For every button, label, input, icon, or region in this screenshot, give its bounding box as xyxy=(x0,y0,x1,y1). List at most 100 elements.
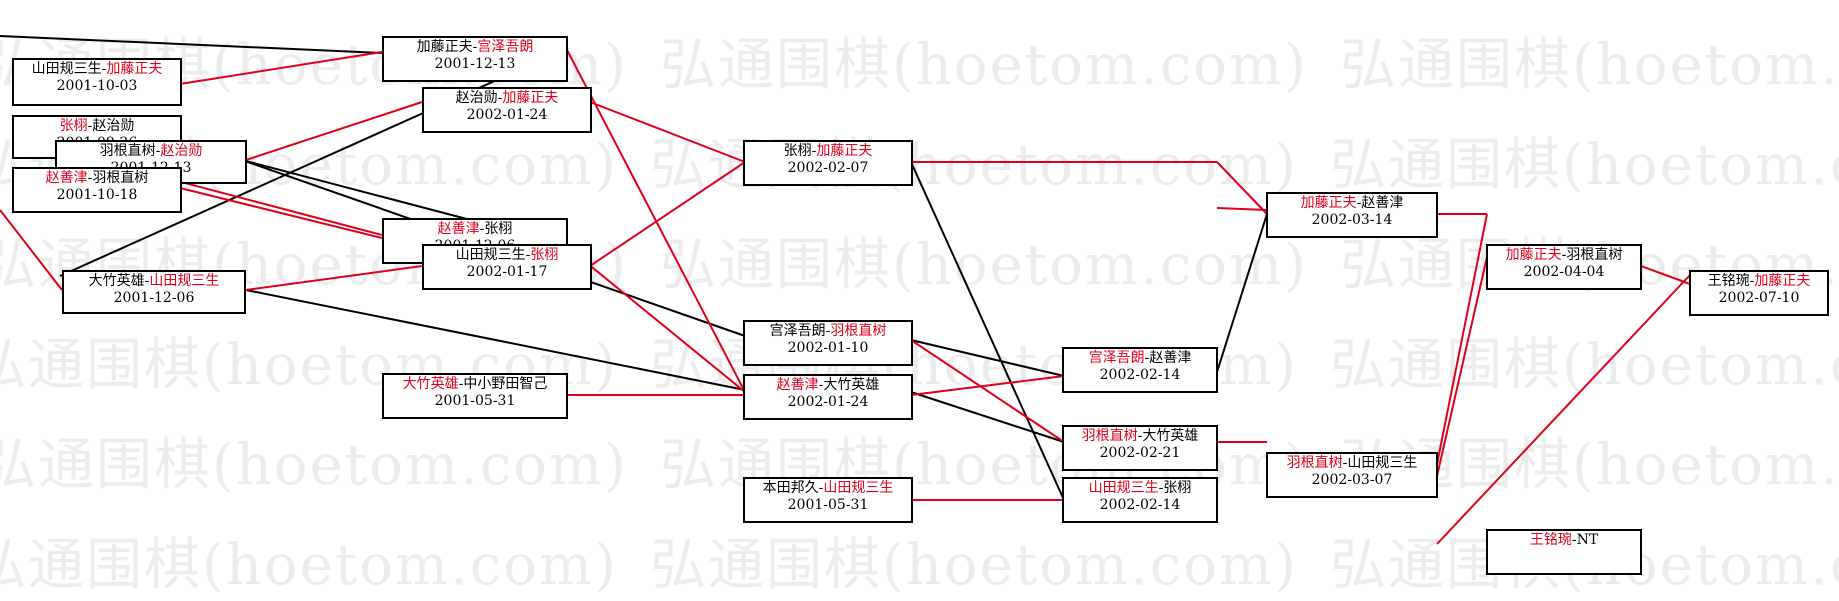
player-one: 羽根直树 xyxy=(99,143,156,159)
player-separator: - xyxy=(1749,273,1755,289)
connector-line xyxy=(910,339,1065,443)
player-separator: - xyxy=(818,480,824,496)
match-date: 2002-02-21 xyxy=(1099,445,1181,461)
match-players: 山田规三生-张栩 xyxy=(1064,480,1216,497)
connector-line xyxy=(245,289,746,391)
player-two: NT xyxy=(1576,532,1599,548)
match-date: 2002-02-07 xyxy=(787,160,869,176)
match-players: 加藤正夫-赵善津 xyxy=(1268,195,1436,212)
connector-line xyxy=(565,245,746,393)
match-players: 宫泽吾朗-羽根直树 xyxy=(745,323,911,340)
match-date: 2002-07-10 xyxy=(1718,290,1800,306)
match-players: 赵善津-张栩 xyxy=(384,221,566,238)
connector-line xyxy=(1436,213,1488,465)
match-players: 加藤正夫-羽根直树 xyxy=(1488,247,1640,264)
player-one: 加藤正夫 xyxy=(1505,247,1562,263)
match-date: 2002-03-07 xyxy=(1311,472,1393,488)
player-two: 赵治勋 xyxy=(160,143,203,159)
player-separator: - xyxy=(1561,247,1567,263)
match-players: 大竹英雄-山田规三生 xyxy=(64,273,244,290)
match-date: 2001-05-31 xyxy=(434,393,516,409)
match-players: 羽根直树-山田规三生 xyxy=(1268,455,1436,472)
connector-line xyxy=(1436,256,1488,477)
player-one: 赵善津 xyxy=(45,170,88,186)
connector-line xyxy=(1640,265,1691,285)
connector-line xyxy=(910,375,1065,396)
player-separator: - xyxy=(1144,350,1150,366)
player-separator: - xyxy=(87,118,93,134)
match-players: 王铭琬-NT xyxy=(1488,532,1640,549)
player-separator: - xyxy=(1571,532,1577,548)
match-players: 羽根直树-大竹英雄 xyxy=(1064,428,1216,445)
player-one: 羽根直树 xyxy=(1081,428,1138,444)
player-separator: - xyxy=(87,170,93,186)
match-node: 王铭琬-NT xyxy=(1486,529,1642,575)
match-date: 2002-02-14 xyxy=(1099,497,1181,513)
player-separator: - xyxy=(497,90,503,106)
player-one: 宫泽吾朗 xyxy=(769,323,826,339)
match-players: 赵治勋-加藤正夫 xyxy=(424,90,590,107)
player-two: 大竹英雄 xyxy=(1142,428,1199,444)
match-players: 山田规三生-张栩 xyxy=(424,247,590,264)
player-two: 张栩 xyxy=(530,247,559,263)
player-one: 赵善津 xyxy=(437,221,480,237)
player-two: 山田规三生 xyxy=(149,273,220,289)
player-two: 赵善津 xyxy=(1361,195,1404,211)
match-players: 大竹英雄-中小野田智己 xyxy=(384,376,566,393)
connector-line xyxy=(1216,213,1268,373)
player-separator: - xyxy=(525,247,531,263)
match-players: 张栩-加藤正夫 xyxy=(745,143,911,160)
match-players: 山田规三生-加藤正夫 xyxy=(14,61,180,78)
connector-line xyxy=(589,101,746,163)
bracket-connector-lines xyxy=(0,35,1691,545)
match-date: 2002-02-14 xyxy=(1099,367,1181,383)
player-two: 加藤正夫 xyxy=(502,90,559,106)
player-one: 张栩 xyxy=(783,143,812,159)
player-two: 羽根直树 xyxy=(1566,247,1623,263)
match-players: 赵善津-羽根直树 xyxy=(14,170,180,187)
match-date: 2001-10-03 xyxy=(56,78,138,94)
match-players: 加藤正夫-宫泽吾朗 xyxy=(384,39,566,56)
player-separator: - xyxy=(155,143,161,159)
player-separator: - xyxy=(458,376,464,392)
match-date: 2002-03-14 xyxy=(1311,212,1393,228)
player-one: 山田规三生 xyxy=(31,61,102,77)
connector-line xyxy=(245,265,423,291)
player-separator: - xyxy=(1342,455,1348,471)
match-players: 本田邦久-山田规三生 xyxy=(745,480,911,497)
connector-line xyxy=(59,47,569,277)
player-two: 加藤正夫 xyxy=(816,143,873,159)
match-date: 2002-01-10 xyxy=(787,340,869,356)
match-date: 2002-01-24 xyxy=(466,107,548,123)
player-one: 张栩 xyxy=(59,118,88,134)
player-two: 山田规三生 xyxy=(823,480,894,496)
match-date: 2001-12-13 xyxy=(434,56,516,72)
match-date: 2002-04-04 xyxy=(1523,264,1605,280)
player-two: 羽根直树 xyxy=(92,170,149,186)
player-two: 张栩 xyxy=(484,221,513,237)
player-one: 本田邦久 xyxy=(762,480,819,496)
player-separator: - xyxy=(1158,480,1164,496)
player-separator: - xyxy=(825,323,831,339)
player-one: 大竹英雄 xyxy=(88,273,145,289)
player-one: 加藤正夫 xyxy=(416,39,473,55)
player-one: 王铭琬 xyxy=(1707,273,1750,289)
match-date: 2001-12-06 xyxy=(113,290,195,306)
player-one: 山田规三生 xyxy=(455,247,526,263)
match-date: 2002-01-17 xyxy=(466,264,548,280)
connector-line xyxy=(1436,274,1691,545)
